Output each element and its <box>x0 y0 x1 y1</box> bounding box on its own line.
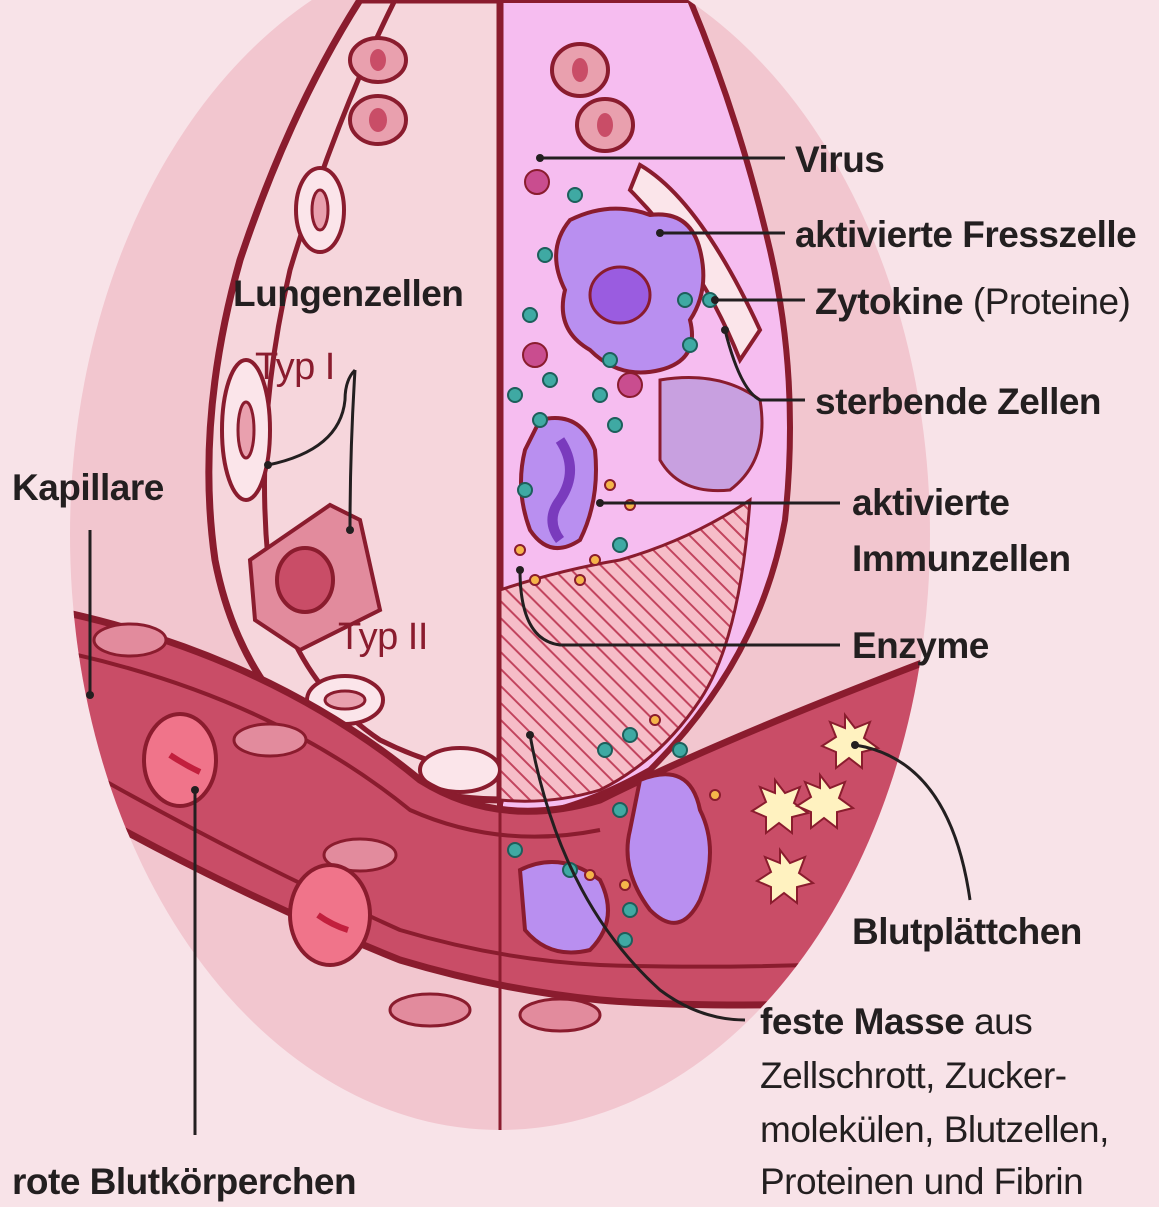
label-masse-rest: aus <box>974 1001 1032 1042</box>
label-rote-blutkoerperchen: rote Blutkörperchen <box>12 1160 356 1204</box>
label-enzyme: Enzyme <box>852 624 989 668</box>
label-fresszelle: aktivierte Fresszelle <box>795 213 1136 257</box>
label-zytokine-note: (Proteine) <box>973 281 1130 322</box>
label-immun-1: aktivierte <box>852 481 1010 525</box>
label-immun-2: Immunzellen <box>852 537 1071 581</box>
dying-cell <box>660 378 762 491</box>
label-masse-1: feste Masse aus <box>760 1000 1032 1044</box>
label-masse-4: Proteinen und Fibrin <box>760 1160 1083 1204</box>
red-blood-cell <box>290 865 370 965</box>
label-typ2: Typ II <box>338 615 428 660</box>
label-sterbende: sterbende Zellen <box>815 380 1101 424</box>
label-typ1: Typ I <box>255 345 335 390</box>
label-masse-2: Zellschrott, Zucker- <box>760 1054 1067 1098</box>
label-lungenzellen: Lungenzellen <box>233 272 463 316</box>
label-masse-3: molekülen, Blutzellen, <box>760 1108 1109 1152</box>
label-blutplaettchen: Blutplättchen <box>852 910 1082 954</box>
label-virus: Virus <box>795 138 884 182</box>
label-zytokine-bold: Zytokine <box>815 281 963 322</box>
label-masse-bold: feste Masse <box>760 1001 964 1042</box>
label-zytokine: Zytokine (Proteine) <box>815 280 1130 324</box>
label-kapillare: Kapillare <box>12 466 164 510</box>
